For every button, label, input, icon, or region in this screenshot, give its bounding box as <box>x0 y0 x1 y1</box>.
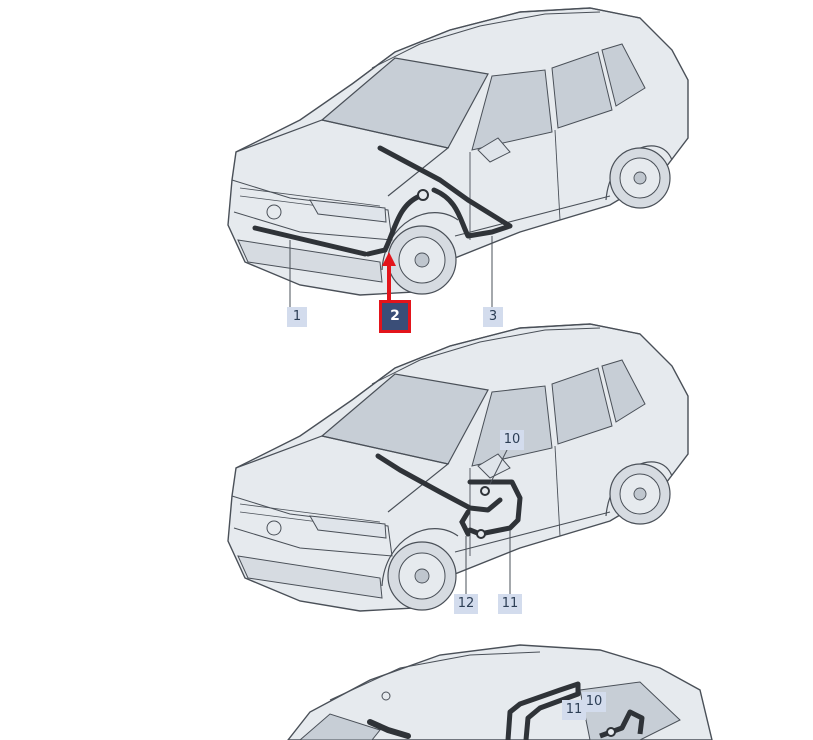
callout-1[interactable]: 1 <box>287 307 307 327</box>
harness-2 <box>365 193 423 257</box>
callout-11[interactable]: 11 <box>498 594 522 614</box>
callout-10-bottom[interactable]: 10 <box>582 692 606 712</box>
callout-3[interactable]: 3 <box>483 307 503 327</box>
vehicle-view-bottom <box>287 644 713 740</box>
vehicle-view-top <box>227 7 689 308</box>
callout-12[interactable]: 12 <box>454 594 478 614</box>
vehicle-view-middle <box>227 323 689 612</box>
harness-3 <box>377 145 513 239</box>
callout-10[interactable]: 10 <box>500 430 524 450</box>
harness-rear <box>505 681 581 740</box>
harness-1 <box>252 225 368 257</box>
harness-12 <box>459 509 471 537</box>
callout-2-selected[interactable]: 2 <box>379 300 411 333</box>
harness-10 <box>375 453 503 513</box>
callout-11-bottom[interactable]: 11 <box>562 700 586 720</box>
harness-roof <box>367 719 411 739</box>
